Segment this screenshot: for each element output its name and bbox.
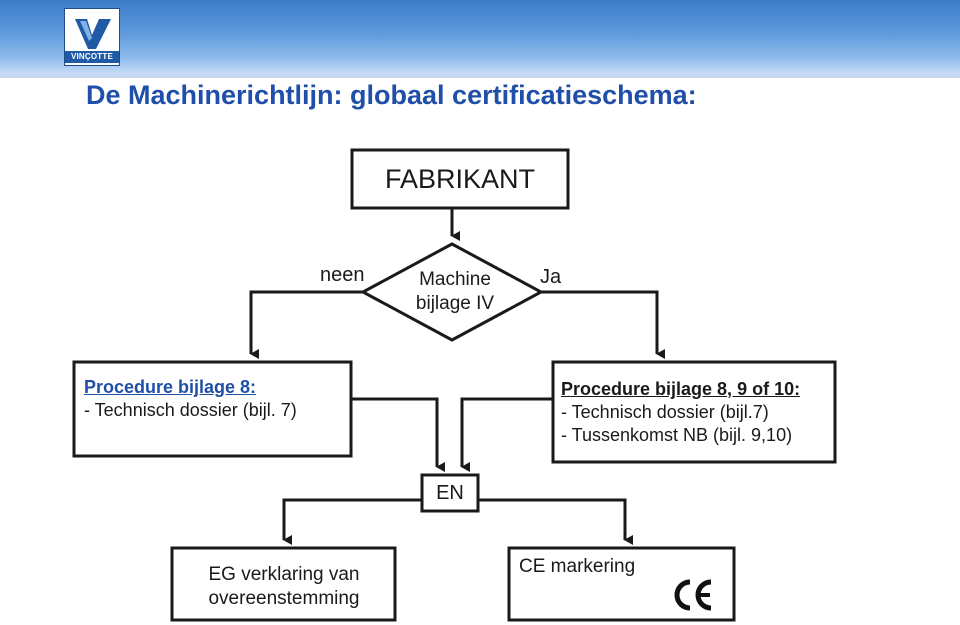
- fabrikant-label: FABRIKANT: [384, 163, 536, 194]
- right-procedure-text: Procedure bijlage 8, 9 of 10: - Technisc…: [561, 378, 800, 447]
- fabrikant-box: [350, 148, 570, 210]
- branch-yes-label: Ja: [540, 266, 562, 288]
- ce-mark-icon: [674, 579, 712, 611]
- connector-neen: [249, 290, 363, 359]
- right-procedure-box: [551, 360, 837, 464]
- decision-label: Machine bijlage IV: [395, 268, 515, 316]
- decision-diamond: [359, 242, 545, 342]
- connector-en-declaration: [282, 498, 422, 545]
- connector-ja: [541, 290, 665, 359]
- slide-title: De Machinerichtlijn: globaal certificati…: [86, 80, 697, 110]
- right-procedure-title: Procedure bijlage 8, 9 of 10:: [561, 379, 801, 399]
- connector-en-marking: [478, 498, 633, 545]
- left-procedure-text: Procedure bijlage 8: - Technisch dossier…: [84, 376, 297, 422]
- eg-declaration-box: [170, 546, 397, 622]
- checkmark-icon: [71, 13, 113, 51]
- left-procedure-item: - Technisch dossier (bijl. 7): [84, 400, 297, 420]
- connector-left-en: [351, 397, 445, 472]
- decision-line-2: bijlage IV: [415, 293, 495, 314]
- logo-wordmark: VINÇOTTE: [65, 51, 119, 63]
- decision-line-1: Machine: [419, 269, 491, 290]
- branch-no-label: neen: [320, 264, 365, 286]
- ce-marking-box: [507, 546, 736, 622]
- marking-label: CE markering: [519, 556, 636, 577]
- vincotte-logo[interactable]: VINÇOTTE: [64, 8, 120, 66]
- header-band: VINÇOTTE: [0, 0, 960, 78]
- left-procedure-box: [72, 360, 353, 458]
- right-procedure-item: - Technisch dossier (bijl.7): [561, 402, 769, 422]
- declaration-label: EG verklaring van overeenstemming: [208, 564, 360, 609]
- left-procedure-title: Procedure bijlage 8:: [84, 377, 257, 397]
- en-box: [420, 473, 480, 513]
- connector-right-en: [460, 397, 553, 472]
- right-procedure-item: - Tussenkomst NB (bijl. 9,10): [561, 425, 793, 445]
- join-label: EN: [436, 481, 464, 504]
